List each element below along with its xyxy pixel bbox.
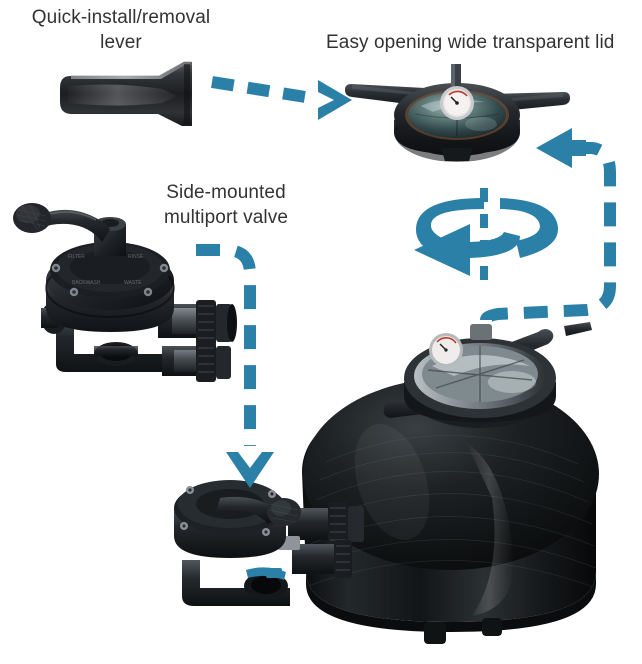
callout-side-mounted-multiport-valve: Side-mounted multiport valve: [164, 182, 288, 228]
svg-text:RINSE: RINSE: [128, 254, 144, 260]
transparent-lid-assembly-photo: [345, 62, 570, 167]
callout-quick-install-removal-lever: Quick-install/removal lever: [31, 7, 211, 53]
svg-text:FILTER: FILTER: [68, 254, 85, 260]
tank-mounted-valve-photo: [168, 474, 378, 614]
arrow-lever-to-lid: [211, 76, 352, 120]
quick-install-removal-lever-photo: [58, 58, 228, 128]
callout-easy-opening-lid: Easy opening wide transparent lid: [326, 32, 615, 53]
multiport-valve-photo: FILTER RINSE BACKWASH WASTE: [12, 196, 237, 386]
filter-tank-photo: [296, 322, 606, 654]
rotation-twist-icon: [414, 188, 559, 288]
svg-text:WASTE: WASTE: [124, 280, 142, 286]
svg-text:BACKWASH: BACKWASH: [72, 280, 101, 286]
